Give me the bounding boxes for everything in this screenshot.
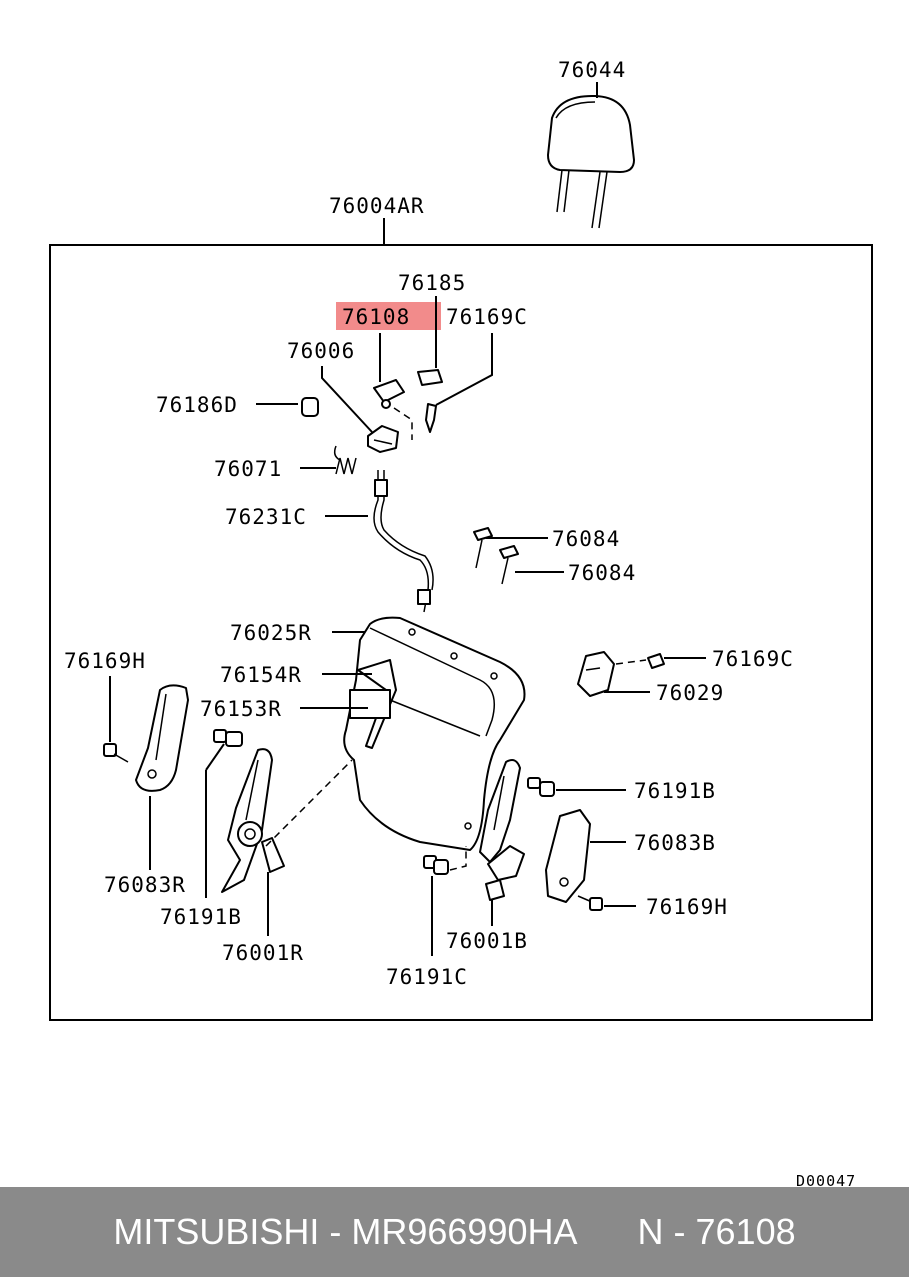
label-76084-b: 76084 — [568, 561, 636, 585]
label-76169H-right: 76169H — [646, 895, 728, 919]
spring-part-76071 — [333, 445, 357, 475]
label-76169H-left: 76169H — [64, 649, 146, 673]
lock-parts — [367, 369, 443, 453]
label-76191C: 76191C — [386, 965, 468, 989]
bolt-part-76169H-right — [577, 895, 603, 911]
label-76029: 76029 — [656, 681, 724, 705]
hinge-part-76001R — [221, 748, 353, 893]
label-76004AR: 76004AR — [329, 194, 425, 218]
label-76191B-left: 76191B — [160, 905, 242, 929]
label-76153R: 76153R — [200, 697, 282, 721]
release-part-76029 — [577, 651, 665, 697]
label-76001B: 76001B — [446, 929, 528, 953]
bolt-part-76191B-left — [213, 729, 243, 747]
label-76169C-top: 76169C — [446, 305, 528, 329]
label-76071: 76071 — [214, 457, 282, 481]
label-76154R: 76154R — [220, 663, 302, 687]
label-76083R: 76083R — [104, 873, 186, 897]
footer-separator: - — [319, 1211, 352, 1252]
label-76025R: 76025R — [230, 621, 312, 645]
cap-part-76186D — [301, 397, 319, 417]
footer-gap — [578, 1211, 638, 1253]
label-76001R: 76001R — [222, 941, 304, 965]
footer-n-label: N - 76108 — [637, 1211, 796, 1252]
bolt-part-76191B-right — [527, 777, 555, 797]
label-76186D: 76186D — [156, 393, 238, 417]
cover-part-76083B — [545, 809, 591, 903]
footer-bar: MITSUBISHI - MR966990HA N - 76108 — [0, 1187, 909, 1277]
label-76191B-right: 76191B — [634, 779, 716, 803]
label-76006: 76006 — [287, 339, 355, 363]
cover-part-76083R — [135, 684, 189, 792]
footer-brand: MITSUBISHI — [113, 1211, 320, 1252]
diagram-code: D00047 — [796, 1172, 856, 1187]
cable-part-76231C — [373, 470, 434, 613]
bolt-part-76191C — [423, 846, 467, 875]
label-76084-a: 76084 — [552, 527, 620, 551]
label-76231C: 76231C — [225, 505, 307, 529]
seat-back-assembly-box — [49, 244, 873, 1021]
recliner-part-76001B — [479, 759, 525, 901]
parts-diagram: 76044 76004AR 76185 76108 76169C 76006 7… — [49, 58, 873, 1187]
seat-back-frame-76025R — [343, 616, 526, 851]
headrest-part — [547, 94, 635, 229]
bolt-parts-76084 — [473, 527, 519, 585]
highlight-76108 — [336, 302, 441, 330]
label-76083B: 76083B — [634, 831, 716, 855]
label-76185: 76185 — [398, 271, 466, 295]
footer-part-number: MR966990HA — [351, 1211, 578, 1252]
label-76044: 76044 — [558, 58, 626, 82]
label-76169C-right: 76169C — [712, 647, 794, 671]
bolt-part-76169H-left — [103, 743, 129, 763]
label-76108: 76108 — [342, 305, 410, 329]
